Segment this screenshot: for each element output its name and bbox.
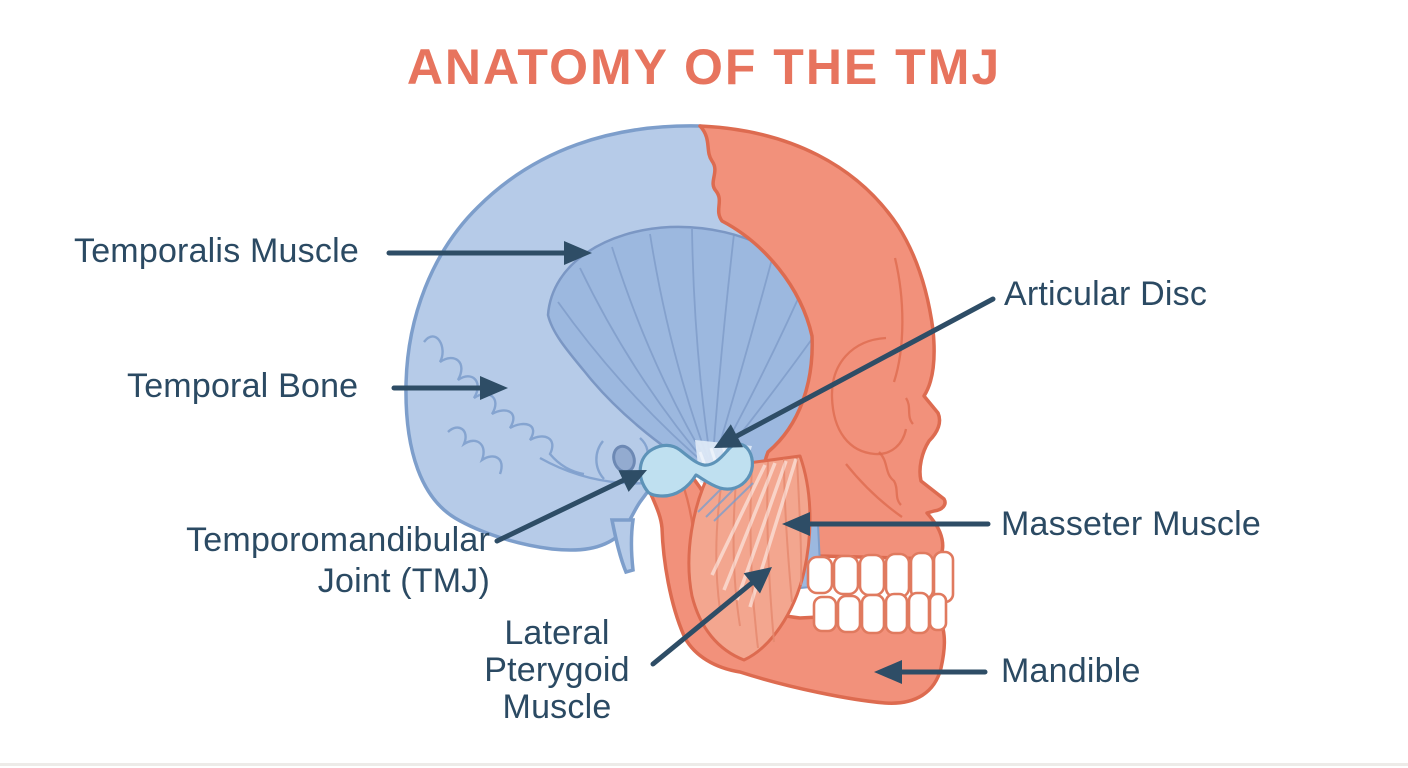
tooth (884, 592, 909, 635)
tooth (858, 553, 886, 597)
label-temporomandibular-joint: Temporomandibular Joint (TMJ) (140, 520, 490, 602)
tooth (836, 594, 862, 634)
zygomatic-suture-line (878, 451, 902, 506)
arrowhead-icon (782, 512, 810, 536)
label-temporalis-muscle: Temporalis Muscle (74, 232, 359, 270)
tooth (928, 592, 948, 632)
tooth (812, 595, 838, 633)
arrowhead-icon (743, 567, 772, 594)
label-lateral-pterygoid-muscle: Lateral Pterygoid Muscle (437, 615, 677, 726)
page-title: ANATOMY OF THE TMJ (406, 39, 1002, 95)
arrowhead-icon (618, 470, 647, 492)
label-temporal-bone: Temporal Bone (127, 367, 359, 405)
tooth (907, 591, 931, 635)
tooth (884, 552, 911, 599)
label-lateral-line3: Muscle (502, 688, 612, 726)
label-tmj-line1: Temporomandibular (186, 521, 490, 559)
temporal-suture-line-2 (447, 426, 503, 475)
label-mandible: Mandible (1001, 652, 1141, 690)
temporal-suture-line (423, 335, 585, 476)
ear-ridge-line (595, 440, 605, 480)
leader-temporalis-muscle (386, 241, 592, 265)
label-lateral-line1: Lateral (504, 614, 610, 652)
leader-articular-disc (714, 296, 996, 448)
tooth (832, 554, 860, 596)
nasal-suture-line (904, 397, 914, 425)
label-articular-disc: Articular Disc (1004, 275, 1208, 313)
styloid-process (609, 518, 636, 575)
tooth (806, 555, 834, 595)
leader-masseter-muscle (782, 512, 991, 536)
eye-orbit-outline (830, 336, 908, 456)
forehead-line (892, 257, 904, 383)
label-lateral-line2: Pterygoid (484, 651, 630, 689)
tooth (860, 593, 886, 635)
arrowhead-icon (714, 424, 743, 448)
leader-temporal-bone (391, 376, 508, 400)
lower-teeth (812, 591, 948, 635)
face-bones-shape (698, 124, 947, 561)
bottom-edge-line (0, 763, 1408, 766)
label-tmj-line2: Joint (TMJ) (317, 562, 490, 600)
upper-teeth (806, 550, 955, 604)
cheek-line (845, 463, 903, 518)
arrowhead-icon (564, 241, 592, 265)
leader-lateral-pterygoid (650, 567, 772, 667)
leader-mandible (874, 660, 988, 684)
arrowhead-icon (480, 376, 508, 400)
articular-disc-shape (638, 442, 754, 498)
label-masseter-muscle: Masseter Muscle (1001, 505, 1261, 543)
leader-tmj (494, 470, 647, 544)
arrowhead-icon (874, 660, 902, 684)
